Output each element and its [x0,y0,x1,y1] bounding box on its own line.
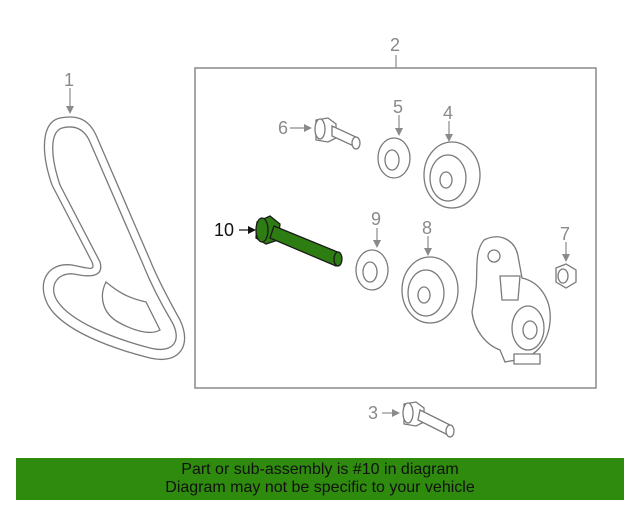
callout-4: 4 [443,103,453,123]
callout-2: 2 [390,35,400,55]
callout-6: 6 [278,118,288,138]
parts-diagram: 1 2 6 5 4 10 9 [42,35,597,438]
footer-line-1: Part or sub-assembly is #10 in diagram [181,461,459,478]
pulley-8 [401,256,459,324]
callout-5: 5 [393,97,403,117]
belt-tensioner [471,236,551,365]
footer-banner: Part or sub-assembly is #10 in diagram D… [16,458,624,500]
callout-3: 3 [368,403,378,423]
callout-1: 1 [64,70,74,90]
callout-9: 9 [371,209,381,229]
callout-10: 10 [214,220,234,240]
footer-line-2: Diagram may not be specific to your vehi… [165,479,475,496]
callout-7: 7 [560,224,570,244]
bolt-6 [314,117,361,150]
bolt-3 [402,401,455,438]
washer-9 [355,249,389,291]
washer-5 [377,137,411,179]
bolt-10-highlighted [255,215,343,267]
pulley-4 [423,141,481,209]
nut-7 [555,263,577,289]
serpentine-belt [42,116,186,360]
callout-8: 8 [422,218,432,238]
